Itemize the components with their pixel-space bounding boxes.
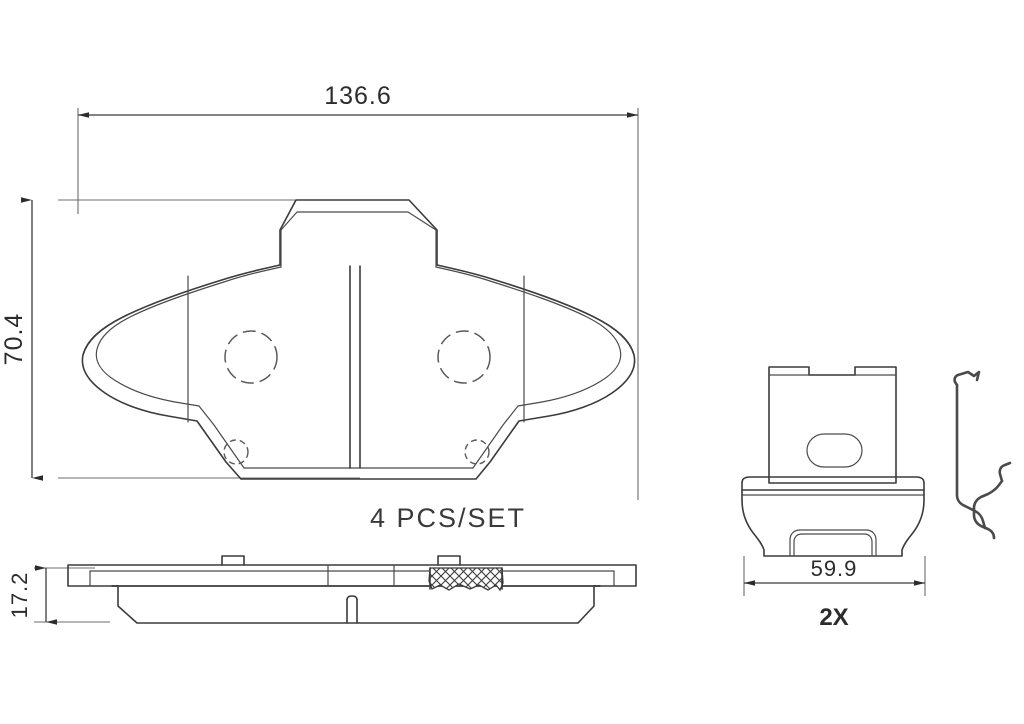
rivet-hole-right-small bbox=[464, 439, 490, 465]
shim-plate-view bbox=[741, 366, 925, 557]
dimension-value-shim-width: 59.9 bbox=[811, 556, 858, 581]
dimension-overall-length: 136.6 bbox=[78, 82, 638, 118]
dimension-shim-width: 59.9 bbox=[743, 556, 926, 596]
dimension-value-thickness: 17.2 bbox=[7, 572, 32, 619]
shim-oval-slot bbox=[806, 433, 863, 468]
front-view-extension-lines bbox=[58, 108, 639, 500]
retaining-spring-clip bbox=[953, 370, 1012, 540]
brake-pad-front-outline bbox=[81, 199, 636, 480]
note-pcs-per-set: 4 PCS/SET bbox=[370, 503, 526, 533]
dimension-value-height: 70.4 bbox=[0, 313, 28, 366]
dimension-thickness: 17.2 bbox=[7, 565, 110, 625]
dimension-value-length: 136.6 bbox=[324, 82, 392, 110]
brake-pad-side-view bbox=[67, 555, 637, 624]
front-view-hidden-holes bbox=[223, 330, 491, 465]
note-shim-quantity: 2X bbox=[819, 604, 848, 631]
rivet-hole-right-large bbox=[437, 330, 491, 384]
rivet-hole-left-small bbox=[223, 439, 249, 465]
rivet-hole-left-large bbox=[224, 330, 278, 384]
dimension-overall-height: 70.4 bbox=[0, 197, 43, 481]
